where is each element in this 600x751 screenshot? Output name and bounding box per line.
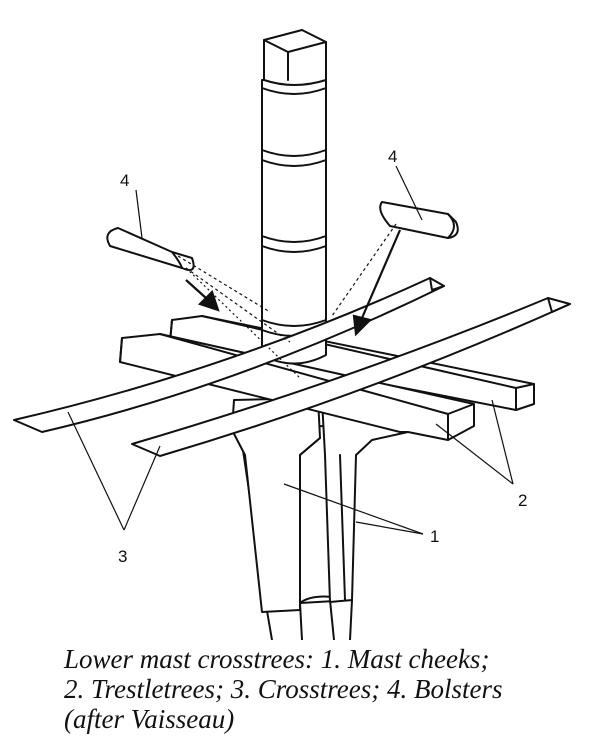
caption-line-3: (after Vaisseau) xyxy=(64,704,235,734)
mast-head xyxy=(261,29,327,365)
crosstree-rear xyxy=(13,277,445,433)
trestletree-front xyxy=(119,333,475,441)
mast-crosstrees-diagram: 4 4 1 2 3 xyxy=(13,29,571,640)
projection-lines xyxy=(177,223,397,379)
crosstree-front xyxy=(131,297,571,457)
caption-line-1: Lower mast crosstrees: 1. Mast cheeks; xyxy=(64,644,490,674)
figure-caption: Lower mast crosstrees: 1. Mast cheeks; 2… xyxy=(64,644,594,734)
caption-line-2: 2. Trestletrees; 3. Crosstrees; 4. Bolst… xyxy=(64,674,503,704)
bolster-left xyxy=(106,227,195,271)
leader-lines xyxy=(67,165,514,535)
arrows xyxy=(185,229,402,337)
label-bolster-left: 4 xyxy=(120,171,129,190)
bolster-right xyxy=(379,201,459,239)
label-crosstrees: 3 xyxy=(118,547,127,566)
label-bolster-right: 4 xyxy=(388,147,397,166)
label-mast-cheeks: 1 xyxy=(430,527,439,546)
label-trestletrees: 2 xyxy=(518,491,527,510)
